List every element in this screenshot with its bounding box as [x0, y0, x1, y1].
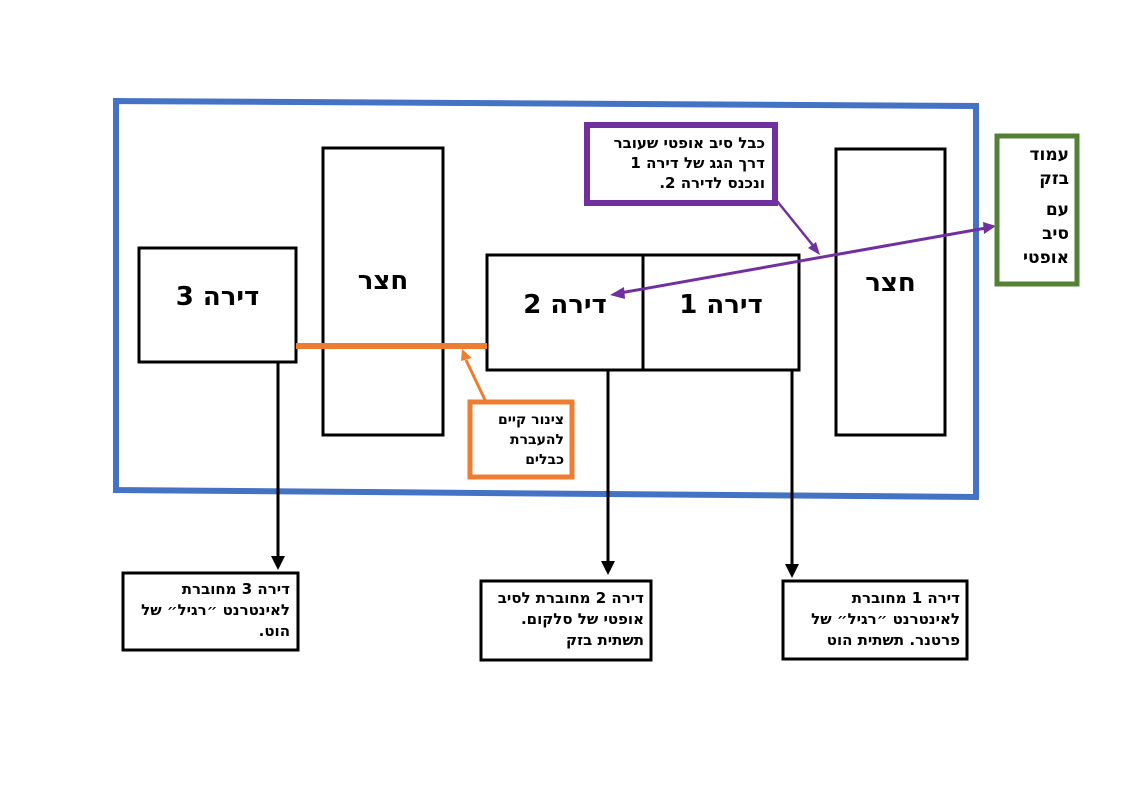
apt1-note-box	[781, 579, 969, 661]
cable-note-line: כבל סיב אופטי שעובר	[613, 134, 765, 152]
apt1-note-line: פרטנר. תשתית הוט	[826, 631, 960, 649]
apartment-1-label: דירה 1	[679, 290, 763, 320]
apt2-note-line: אופטי של סלקום.	[520, 610, 644, 628]
cable-note-pointer-line	[776, 200, 816, 249]
conduit-note-line: צינור קיים	[497, 412, 564, 428]
apt3-note-line: לאינטרנט ״רגיל״ של	[141, 601, 290, 619]
fiber-cable-line	[619, 226, 987, 295]
fiber-cable-arrowhead-apt2	[610, 287, 625, 299]
apt1-connection-arrowhead	[785, 564, 799, 578]
apartment-1-box	[641, 253, 801, 372]
cable-note-box	[584, 122, 778, 206]
cable-note-line: דרך הגג של דירה 1	[630, 154, 765, 172]
cable-note-pointer-arrowhead	[808, 242, 820, 255]
pole-text: עמוד בזק עם סיב אופטי	[1003, 143, 1069, 270]
conduit-note-line: להעברת	[510, 432, 564, 448]
apt1-note-line: דירה 1 מחוברת	[851, 589, 960, 607]
apt3-note-line: הוט.	[258, 622, 290, 640]
cable-note-text: כבל סיב אופטי שעובר דרך הגג של דירה 1 ונ…	[595, 133, 765, 193]
conduit-pointer-line	[464, 359, 488, 403]
building-outline	[113, 97, 979, 501]
pole-line: סיב	[1042, 224, 1069, 244]
courtyard-right-label: חצר	[865, 268, 916, 298]
apt3-note-text: דירה 3 מחוברת לאינטרנט ״רגיל״ של הוט.	[128, 579, 290, 642]
apt2-note-line: דירה 2 מחוברת לסיב	[497, 589, 644, 607]
apartment-2-label: דירה 2	[523, 290, 607, 320]
apt2-note-line: תשתית בזק	[566, 631, 644, 649]
courtyard-right-box	[834, 147, 947, 437]
conduit-note-text: צינור קיים להעברת כבלים	[476, 410, 564, 470]
pole-line: אופטי	[1023, 248, 1069, 268]
courtyard-left-label: חצר	[357, 266, 409, 296]
conduit-pointer-arrowhead	[461, 349, 472, 361]
pole-line: בזק	[1039, 169, 1069, 189]
courtyard-left-box	[321, 146, 445, 437]
apt1-note-line: לאינטרנט ״רגיל״ של	[811, 610, 960, 628]
apt2-note-text: דירה 2 מחוברת לסיב אופטי של סלקום. תשתית…	[486, 588, 644, 651]
pole-line: עמוד	[1029, 145, 1069, 165]
apt3-note-box	[121, 571, 300, 652]
pole-line: עם	[1045, 200, 1069, 220]
apt2-connection-arrowhead	[601, 561, 615, 575]
apt1-note-text: דירה 1 מחוברת לאינטרנט ״רגיל״ של פרטנר. …	[788, 588, 960, 651]
apartment-3-label: דירה 3	[175, 282, 260, 312]
apt3-note-line: דירה 3 מחוברת	[181, 580, 290, 598]
fiber-cable-arrowhead-pole	[983, 222, 996, 234]
apt2-note-box	[479, 579, 653, 662]
conduit-note-line: כבלים	[525, 452, 564, 468]
conduit-note-box	[467, 399, 575, 480]
cable-note-line: ונכנס לדירה 2.	[659, 174, 765, 192]
pole-box	[994, 133, 1080, 287]
apartment-3-box	[137, 246, 298, 364]
apt3-connection-arrowhead	[271, 556, 285, 570]
